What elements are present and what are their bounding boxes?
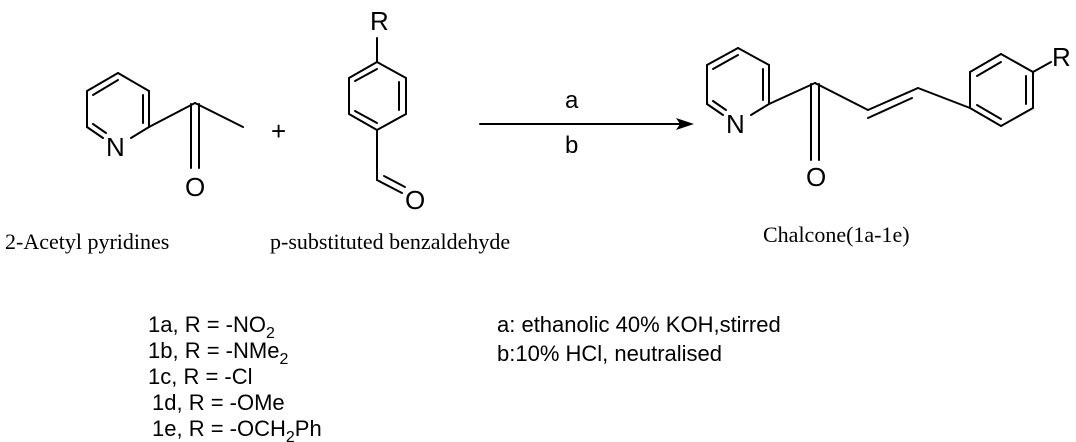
arrow-head (676, 118, 694, 130)
arrow-label-a: a (565, 87, 579, 114)
substituent-row-1d: 1d, R = -OMe (152, 390, 285, 415)
product-chalcone: N O R Chalcone(1a-1e) (706, 42, 1071, 247)
product-ketone-o-atom: O (806, 162, 826, 192)
reactant-benzaldehyde: R O p-substituted benzaldehyde (270, 6, 510, 254)
reaction-conditions: a: ethanolic 40% KOH,stirred b:10% HCl, … (497, 312, 781, 366)
enone-bridge-bonds (768, 82, 971, 161)
benzene-ring-bonds (348, 37, 407, 131)
reactant1-caption: 2-Acetyl pyridines (5, 229, 169, 254)
aldehyde-group-bonds (376, 129, 406, 194)
product-pyridine-ring-bonds (706, 47, 770, 116)
reaction-arrow: a b (479, 87, 694, 159)
substituent-row-1c: 1c, R = -Cl (148, 364, 253, 389)
arrow-label-b: b (565, 132, 578, 159)
pyridine-n-atom: N (106, 132, 125, 162)
product-benzene-ring-bonds (969, 53, 1052, 127)
plus-sign: + (271, 116, 286, 146)
ketone-o-atom: O (185, 172, 205, 202)
product-r-substituent: R (1052, 42, 1071, 72)
acetyl-group-bonds (148, 102, 244, 169)
reactant-2-acetylpyridine: N O 2-Acetyl pyridines (5, 72, 244, 254)
substituent-row-1a: 1a, R = -NO2 (148, 312, 275, 342)
product-pyridine-n-atom: N (726, 109, 745, 139)
substituent-row-1b: 1b, R = -NMe2 (148, 338, 288, 368)
substituent-list: 1a, R = -NO2 1b, R = -NMe2 1c, R = -Cl 1… (148, 312, 322, 442)
condition-b: b:10% HCl, neutralised (497, 341, 722, 366)
condition-a: a: ethanolic 40% KOH,stirred (497, 312, 781, 337)
substituent-row-1e: 1e, R = -OCH2Ph (152, 416, 322, 442)
reactant2-caption: p-substituted benzaldehyde (270, 229, 510, 254)
aldehyde-o-atom: O (405, 185, 425, 215)
benzaldehyde-r-substituent: R (370, 6, 389, 36)
product-caption: Chalcone(1a-1e) (763, 222, 910, 247)
pyridine-ring-bonds (86, 72, 150, 139)
